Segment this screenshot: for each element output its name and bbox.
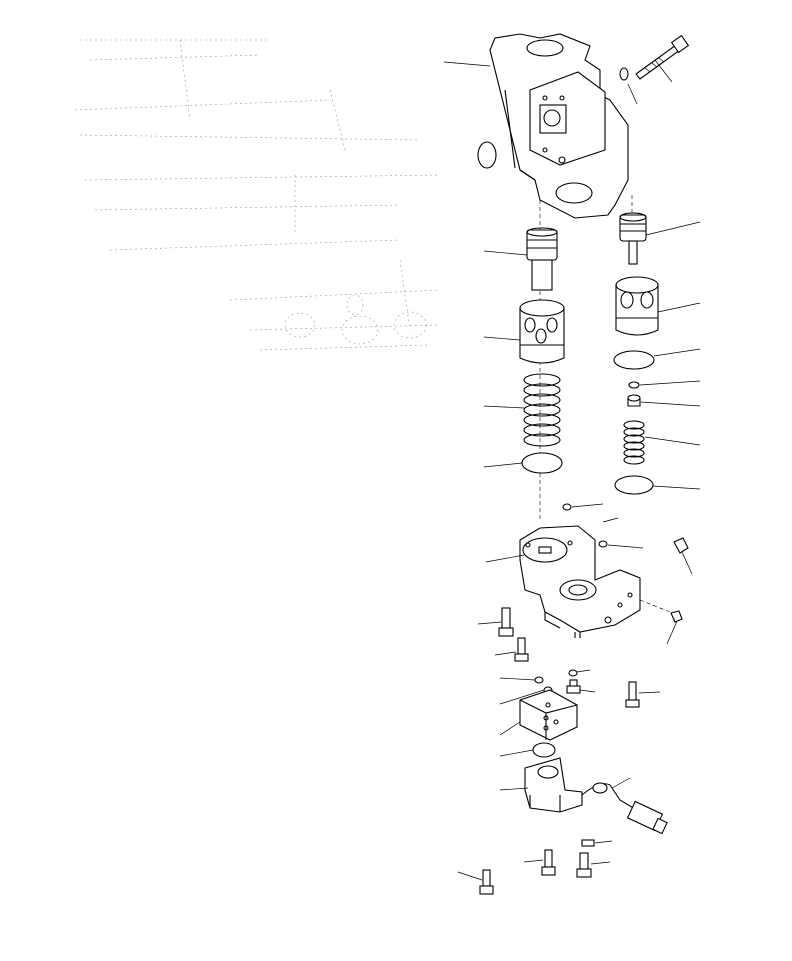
plug-a [673, 537, 689, 554]
sleeve-left [519, 299, 565, 364]
bolt-e [576, 852, 592, 878]
bolt-f [541, 849, 556, 876]
oring-small-lower [562, 503, 572, 511]
oring-d [568, 669, 578, 677]
bolt-g [479, 869, 494, 895]
oring-right-lower [614, 475, 654, 495]
washer [619, 67, 629, 81]
background-reference-sketch [74, 39, 441, 351]
spool-right [619, 212, 647, 265]
wiring-connector [581, 782, 668, 835]
spring-left [523, 373, 561, 447]
nut [581, 839, 595, 847]
spool-left [526, 227, 558, 291]
sleeve-right [615, 276, 659, 336]
through-bolt [635, 34, 690, 80]
solenoid-valve [524, 757, 583, 813]
oring-e [532, 742, 556, 758]
adapter-block [519, 689, 578, 741]
spring-right [623, 420, 645, 465]
valve-body-lower [519, 525, 641, 638]
plug-b [670, 610, 683, 623]
retainer [627, 394, 641, 407]
bolt-a [498, 607, 514, 637]
bolt-c [566, 679, 581, 694]
oring-small [628, 381, 640, 389]
oring-small-b [598, 540, 608, 548]
oring-large-right [613, 350, 655, 370]
bolt-d [625, 681, 640, 708]
bolt-b [514, 637, 529, 662]
valve-body-upper [477, 33, 629, 219]
oring-left [521, 452, 563, 474]
